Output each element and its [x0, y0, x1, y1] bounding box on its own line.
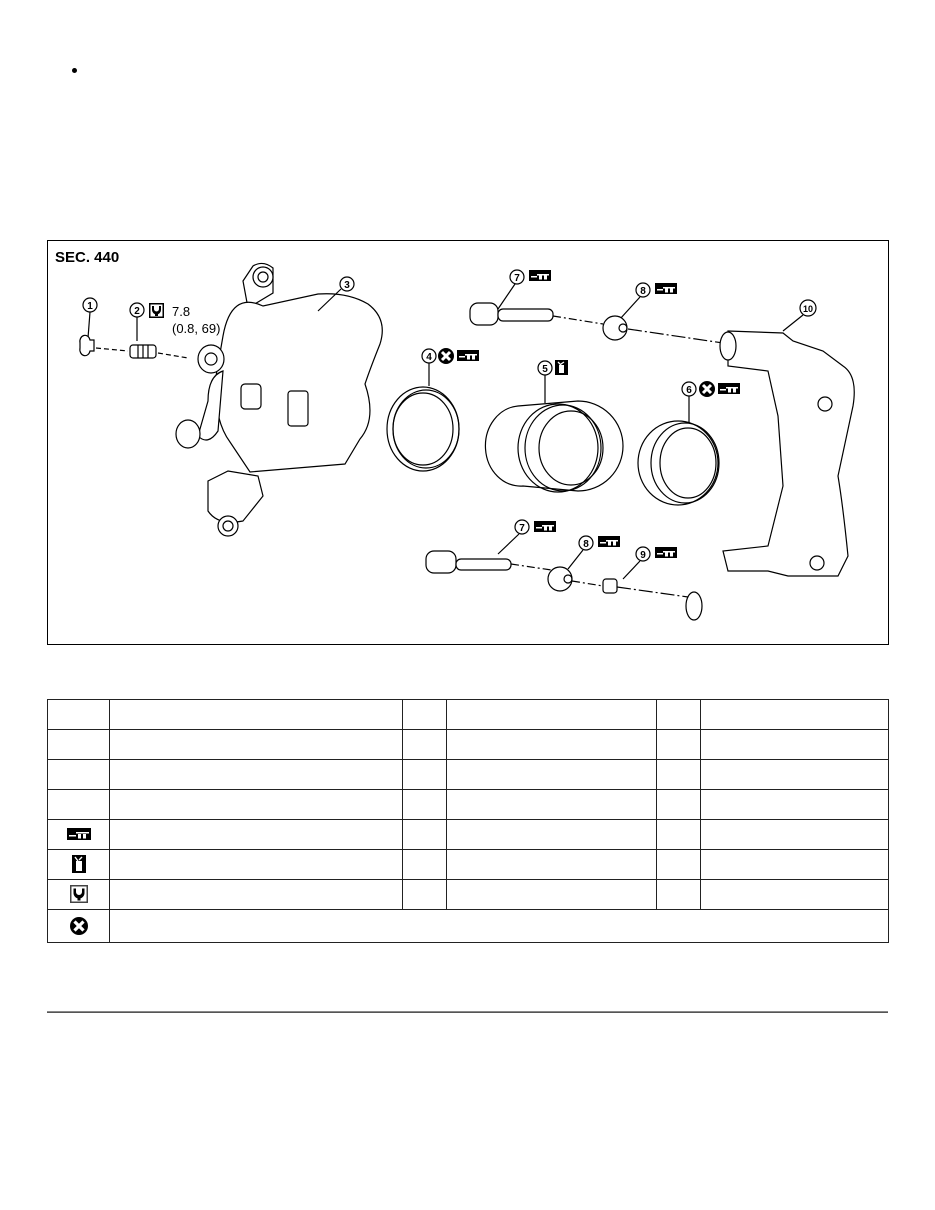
table-cell	[402, 849, 447, 880]
table-cell	[109, 849, 403, 880]
table-cell	[402, 879, 447, 910]
table-cell	[446, 729, 657, 760]
torque-alt-units: (0.8, 69)	[172, 321, 220, 336]
table-row	[47, 819, 889, 850]
svg-text:4: 4	[426, 352, 432, 363]
table-cell	[656, 849, 701, 880]
caliper-body	[175, 262, 383, 537]
table-cell	[109, 879, 403, 910]
table-row	[47, 759, 889, 790]
svg-text:8: 8	[640, 286, 646, 297]
svg-text:5: 5	[542, 364, 548, 375]
table-cell	[402, 789, 447, 820]
svg-text:8: 8	[583, 539, 589, 550]
table-cell	[446, 699, 657, 730]
table-cell	[656, 819, 701, 850]
table-cell	[446, 819, 657, 850]
table-cell	[700, 819, 889, 850]
table-cell	[402, 759, 447, 790]
brake-fluid-icon	[71, 855, 86, 874]
legend-icon-cell	[47, 909, 110, 943]
svg-text:2: 2	[134, 306, 140, 317]
table-cell	[109, 759, 403, 790]
legend-icon-cell	[47, 849, 110, 880]
svg-text:3: 3	[344, 280, 350, 291]
table-cell	[446, 849, 657, 880]
torque-value: 7.8	[172, 304, 190, 319]
table-cell	[446, 759, 657, 790]
table-cell	[700, 789, 889, 820]
legend-icon-cell	[47, 819, 110, 850]
table-cell	[700, 879, 889, 910]
table-cell	[402, 819, 447, 850]
callout-2	[129, 302, 189, 359]
svg-text:1: 1	[87, 301, 93, 312]
table-cell	[109, 819, 403, 850]
legend-icon-cell	[47, 879, 110, 910]
table-cell	[109, 699, 403, 730]
table-cell	[656, 729, 701, 760]
svg-text:7: 7	[514, 273, 520, 284]
svg-text:9: 9	[640, 550, 646, 561]
table-row	[47, 879, 889, 910]
table-cell	[656, 759, 701, 790]
callout-1	[79, 297, 129, 357]
svg-text:6: 6	[686, 385, 692, 396]
horizontal-rule	[47, 1011, 888, 1013]
caliper-bracket	[685, 330, 855, 621]
list-bullet	[72, 68, 77, 73]
table-cell	[446, 789, 657, 820]
table-row	[47, 729, 889, 760]
legend-icon-cell	[47, 789, 110, 820]
svg-text:10: 10	[803, 304, 813, 314]
legend-icon-cell	[47, 699, 110, 730]
table-row	[47, 849, 889, 880]
do-not-reuse-icon	[69, 916, 88, 935]
table-cell	[402, 729, 447, 760]
table-cell	[656, 699, 701, 730]
section-label: SEC. 440	[55, 249, 120, 266]
table-cell	[700, 849, 889, 880]
table-cell	[109, 729, 403, 760]
table-row	[47, 699, 889, 730]
legend-table	[47, 699, 889, 943]
table-cell	[109, 789, 403, 820]
exploded-diagram: 1 2 7.8 (0.8, 69)	[47, 240, 889, 645]
table-row	[47, 789, 889, 820]
table-cell	[700, 699, 889, 730]
table-cell	[402, 699, 447, 730]
legend-icon-cell	[47, 729, 110, 760]
table-cell	[656, 879, 701, 910]
legend-icon-cell	[47, 759, 110, 790]
grease-icon	[66, 828, 91, 841]
table-cell	[656, 789, 701, 820]
svg-text:7: 7	[519, 523, 525, 534]
table-cell	[109, 909, 889, 943]
table-row	[47, 909, 889, 943]
brake-caliper-illustration: 1 2 7.8 (0.8, 69)	[79, 262, 855, 621]
table-cell	[700, 729, 889, 760]
table-cell	[446, 879, 657, 910]
torque-wrench-icon	[69, 885, 88, 904]
table-cell	[700, 759, 889, 790]
